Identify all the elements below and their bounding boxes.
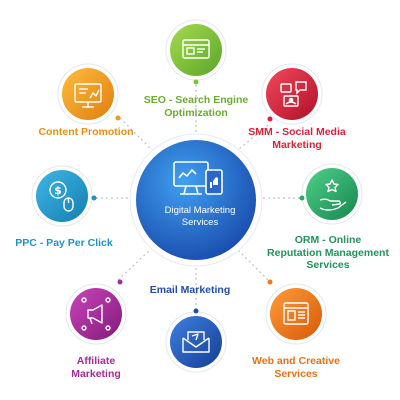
orm-label-line1: ORM - Online	[294, 234, 362, 246]
ppc-label: PPC - Pay Per Click	[6, 237, 122, 250]
orm-node	[299, 163, 363, 225]
email-label-line1: Email Marketing	[149, 284, 231, 296]
smm-node	[261, 63, 323, 125]
center-label-line1: Digital Marketing	[164, 205, 236, 216]
affiliate-node	[65, 279, 127, 345]
affiliate-label-line2: Marketing	[71, 367, 121, 380]
content-node	[57, 63, 121, 125]
orm-label-line3: Services	[306, 259, 350, 271]
web-label: Web and Creative Services	[236, 355, 356, 380]
content-label-line1: Content Promotion	[38, 126, 134, 138]
smm-label-line1: SMM - Social Media	[248, 126, 346, 138]
seo-node	[165, 19, 227, 85]
web-node	[265, 279, 327, 345]
dollar-mouse-icon: $	[49, 181, 74, 212]
envelope-icon	[182, 331, 210, 353]
connector-lines	[96, 80, 300, 310]
email-label: Email Marketing	[130, 284, 250, 297]
seo-label-line2: Optimization	[164, 106, 228, 119]
web-label-line2: Services	[274, 367, 318, 380]
affiliate-label: Affiliate Marketing	[50, 355, 142, 380]
smm-label-line2: Marketing	[272, 138, 322, 151]
megaphone-network-icon	[81, 297, 111, 331]
seo-label-line1: SEO - Search Engine	[143, 94, 249, 106]
svg-text:$: $	[54, 184, 62, 197]
orm-label-line2: Reputation Management	[267, 246, 389, 259]
email-node	[165, 308, 227, 373]
smm-label: SMM - Social Media Marketing	[232, 126, 362, 151]
hand-stars-icon	[319, 179, 347, 211]
content-label: Content Promotion	[28, 126, 144, 139]
center-label-line2: Services	[181, 217, 219, 228]
ppc-label-line1: PPC - Pay Per Click	[15, 237, 113, 249]
affiliate-label-line1: Affiliate	[76, 355, 116, 367]
ppc-node: $	[31, 165, 97, 227]
center-label: Digital Marketing Services	[140, 205, 260, 229]
seo-label: SEO - Search Engine Optimization	[120, 94, 272, 119]
web-label-line1: Web and Creative	[252, 355, 340, 367]
web-page-icon	[283, 302, 309, 325]
monitor-tablet-like-icon	[173, 161, 223, 195]
content-board-icon	[74, 83, 102, 108]
center-node	[129, 133, 263, 267]
orm-label: ORM - Online Reputation Management Servi…	[256, 234, 400, 272]
browser-seo-icon	[182, 39, 210, 59]
social-media-icon	[280, 81, 307, 107]
